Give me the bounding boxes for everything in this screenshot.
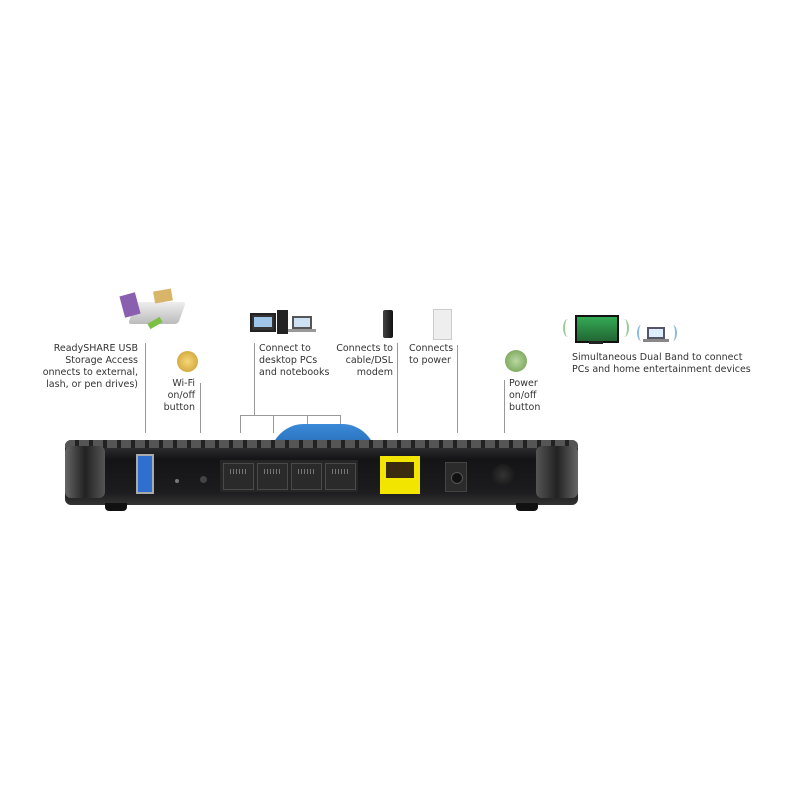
router-foot-right [516, 503, 538, 511]
label-line: to power [409, 355, 451, 366]
usb-port [136, 454, 154, 494]
label-line: Connects [409, 343, 454, 354]
lan-port-group [220, 460, 358, 492]
label-line: on/off [509, 390, 537, 401]
label-line: Simultaneous Dual Band to connect [572, 352, 743, 363]
usb-storage-devices-icon [118, 288, 190, 338]
label-line: PCs and home entertainment devices [572, 364, 751, 375]
router-rear-panel [65, 440, 578, 505]
label-line: Wi-Fi [172, 378, 195, 389]
lan-bracket-tick [273, 415, 274, 433]
desktop-and-notebook-icon [250, 310, 320, 335]
right-end-cap [536, 446, 578, 498]
label-line: Connect to [259, 343, 311, 354]
label-line: desktop PCs [259, 355, 318, 366]
power-button-callout-label: Power on/off button [509, 378, 540, 414]
power-button-leader-line [504, 380, 505, 433]
label-line: Power [509, 378, 538, 389]
tv-and-laptop-wireless-icon [563, 313, 685, 347]
power-button-icon [505, 350, 527, 372]
lan-port-4 [325, 463, 356, 490]
power-in-leader-line [457, 345, 458, 433]
dual-band-callout-label: Simultaneous Dual Band to connect PCs an… [572, 352, 751, 376]
modem-icon [383, 310, 393, 338]
label-line: button [163, 402, 195, 413]
lan-bracket [240, 415, 341, 416]
wifi-leader-line [200, 383, 201, 433]
wifi-button-icon [177, 351, 198, 372]
usb-callout-label: ReadySHARE USB Storage Access onnects to… [43, 343, 138, 391]
lan-port-1 [223, 463, 254, 490]
lan-bracket-tick [240, 415, 241, 433]
label-line: onnects to external, [42, 367, 138, 378]
wan-leader-line [397, 343, 398, 433]
lan-leader-line [254, 343, 255, 415]
label-line: on/off [167, 390, 195, 401]
power-jack [445, 462, 467, 492]
label-line: Storage Access [65, 355, 138, 366]
label-line: button [509, 402, 541, 413]
power-outlet-icon [433, 309, 452, 340]
power-button [492, 464, 514, 486]
lan-callout-label: Connect to desktop PCs and notebooks [259, 343, 329, 379]
router-foot-left [105, 503, 127, 511]
wan-port [380, 456, 420, 494]
usb-leader-line [145, 343, 146, 433]
label-line: Connects to [336, 343, 393, 354]
lan-port-2 [257, 463, 288, 490]
label-line: and notebooks [259, 367, 330, 378]
label-line: modem [356, 367, 393, 378]
wan-callout-label: Connects to cable/DSL modem [336, 343, 393, 379]
label-line: ReadySHARE USB [53, 343, 138, 354]
left-end-cap [65, 446, 105, 498]
lan-port-3 [291, 463, 322, 490]
label-line: lash, or pen drives) [46, 379, 138, 390]
wifi-toggle [200, 476, 207, 483]
power-in-callout-label: Connects to power [409, 343, 453, 367]
wifi-button [175, 479, 179, 483]
wifi-callout-label: Wi-Fi on/off button [164, 378, 195, 414]
label-line: cable/DSL [345, 355, 393, 366]
